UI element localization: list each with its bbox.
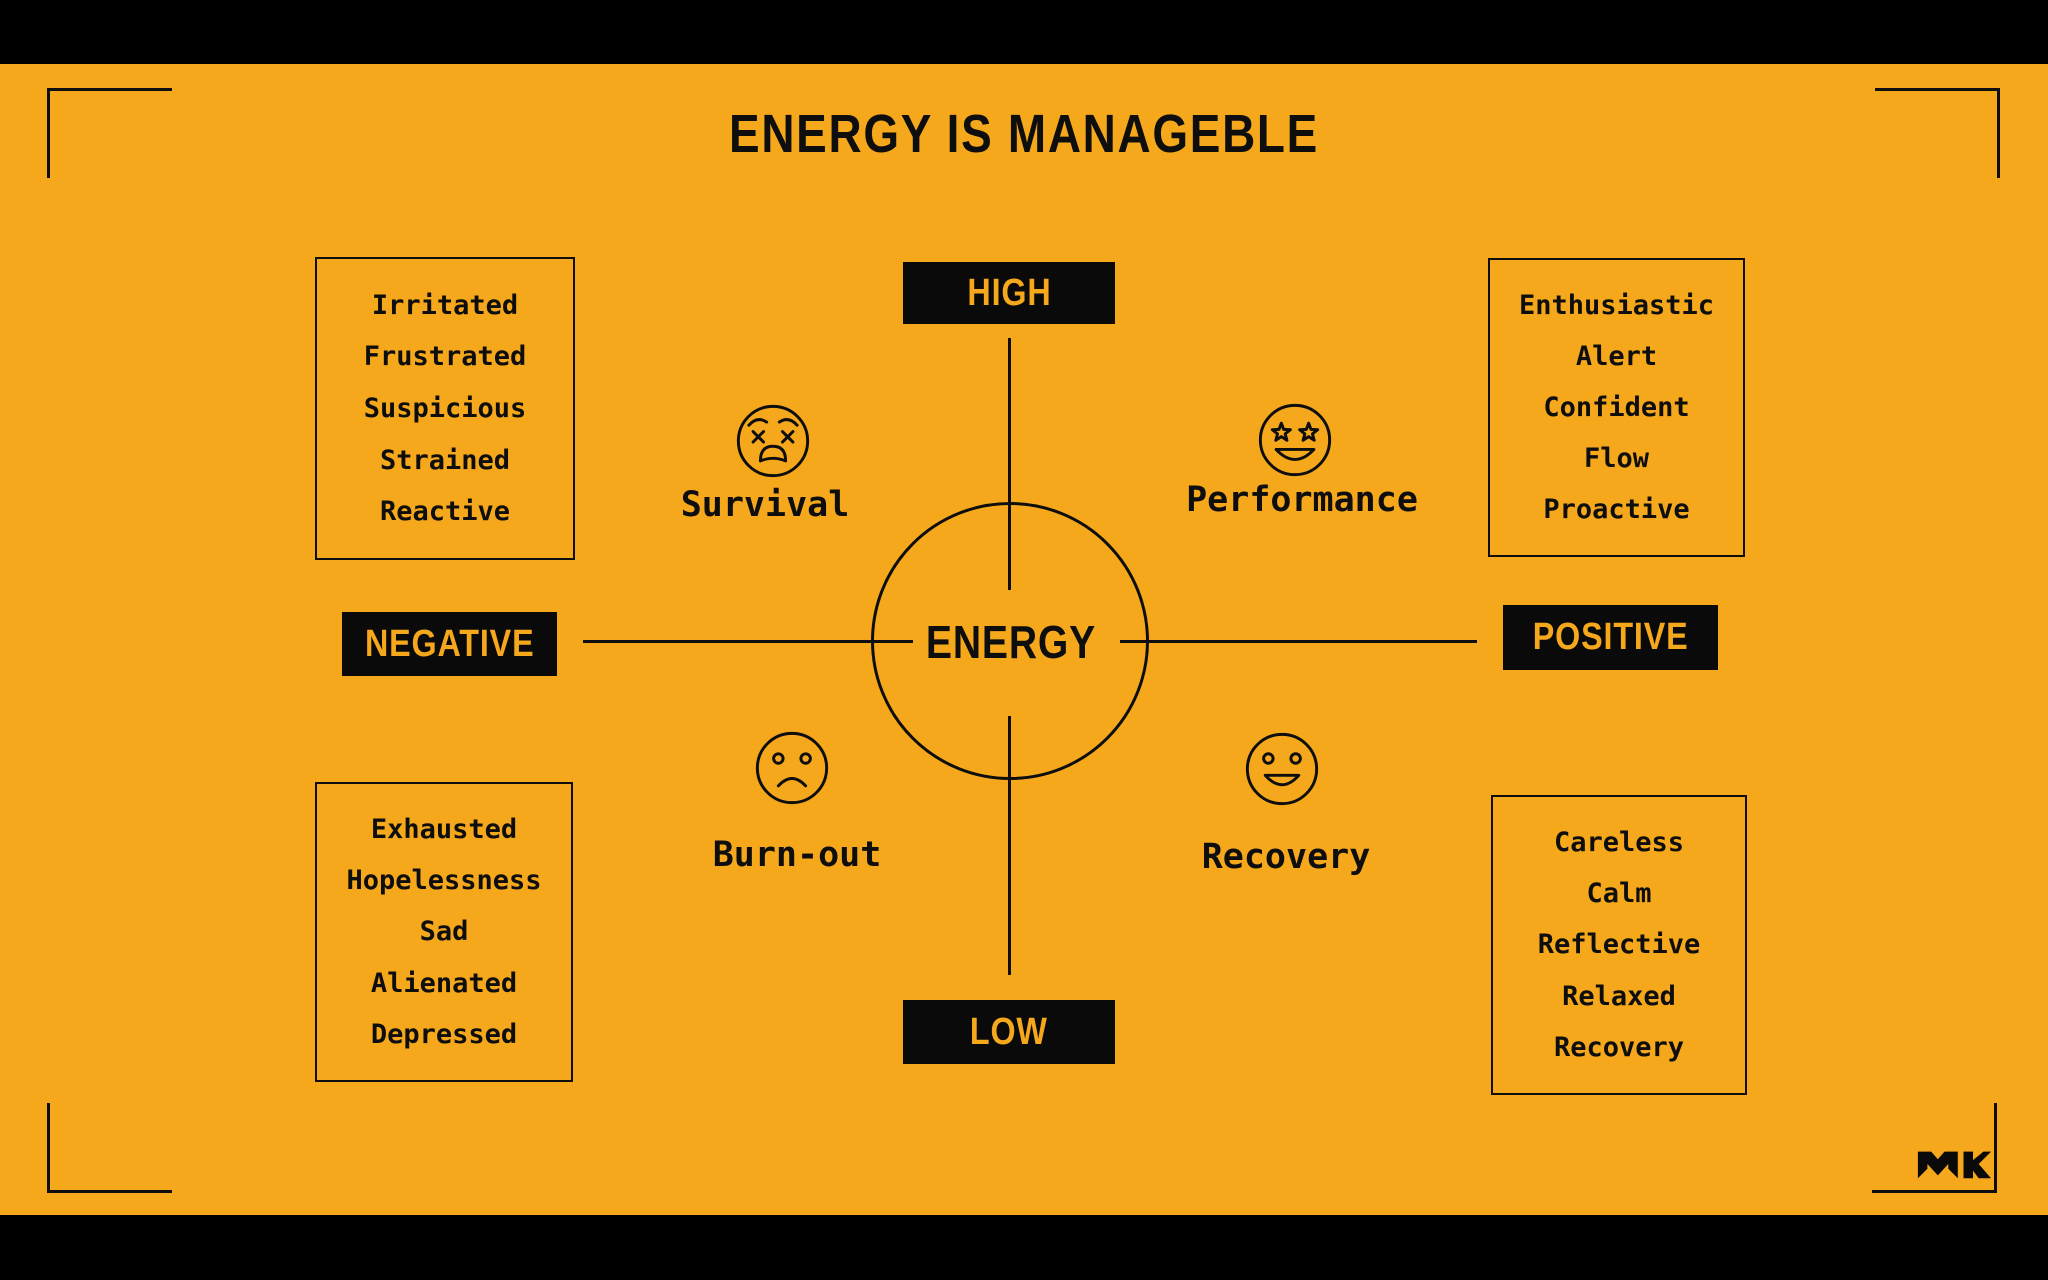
- word-box-performance: Enthusiastic Alert Confident Flow Proact…: [1488, 258, 1745, 557]
- axis-tag-negative: NEGATIVE: [342, 612, 557, 676]
- quadrant-label-recovery: Recovery: [1201, 837, 1371, 877]
- emotion-word: Hopelessness: [346, 865, 542, 897]
- emotion-word: Calm: [1586, 878, 1652, 910]
- letterbox-bottom-bar: [0, 1215, 2048, 1280]
- axis-tag-negative-label: NEGATIVE: [364, 622, 535, 665]
- emotion-word: Relaxed: [1562, 980, 1676, 1012]
- frowning-face-icon: [750, 726, 834, 810]
- emotion-word: Exhausted: [370, 814, 518, 846]
- emotion-word: Confident: [1543, 392, 1690, 423]
- emotion-word: Reactive: [379, 496, 511, 528]
- corner-bracket-top-right: [1875, 88, 2000, 178]
- page-title: ENERGY IS MANAGEBLE: [729, 104, 1319, 164]
- axis-tag-high: HIGH: [903, 262, 1115, 324]
- star-struck-face-icon: [1253, 398, 1337, 482]
- emotion-word: Irritated: [371, 289, 519, 321]
- word-box-recovery: Careless Calm Reflective Relaxed Recover…: [1491, 795, 1747, 1095]
- axis-line-vertical-top: [1008, 338, 1011, 590]
- emotion-word: Careless: [1553, 827, 1685, 859]
- emotion-word: Sad: [419, 916, 469, 948]
- corner-bracket-top-left: [47, 88, 172, 178]
- emotion-word: Proactive: [1543, 494, 1690, 525]
- quadrant-label-performance: Performance: [1186, 480, 1418, 520]
- energy-center-label: ENERGY: [925, 616, 1097, 668]
- emotion-word: Alert: [1575, 341, 1658, 372]
- letterbox-top-bar: [0, 0, 2048, 64]
- axis-tag-high-label: HIGH: [966, 271, 1052, 314]
- emotion-word: Suspicious: [363, 392, 527, 424]
- word-box-burnout: Exhausted Hopelessness Sad Alienated Dep…: [315, 782, 573, 1082]
- corner-bracket-bottom-left: [47, 1103, 172, 1193]
- corner-bracket-bottom-right: [1872, 1103, 1997, 1193]
- axis-tag-low: LOW: [903, 1000, 1115, 1064]
- axis-tag-positive: POSITIVE: [1503, 605, 1718, 670]
- quadrant-label-burnout: Burn-out: [712, 835, 882, 875]
- axis-tag-positive-label: POSITIVE: [1532, 616, 1689, 658]
- emotion-word: Flow: [1583, 443, 1650, 474]
- emotion-word: Strained: [379, 444, 511, 476]
- emotion-word: Recovery: [1553, 1031, 1685, 1063]
- emotion-word: Frustrated: [363, 341, 527, 373]
- word-box-survival: Irritated Frustrated Suspicious Strained…: [315, 257, 575, 560]
- energy-circle: [871, 502, 1149, 780]
- quadrant-label-survival: Survival: [680, 485, 850, 525]
- axis-tag-low-label: LOW: [970, 1010, 1048, 1053]
- confounded-face-icon: [731, 399, 815, 483]
- emotion-word: Reflective: [1537, 929, 1701, 961]
- emotion-word: Enthusiastic: [1518, 290, 1715, 321]
- emotion-word: Depressed: [370, 1018, 518, 1050]
- emotion-word: Alienated: [370, 967, 518, 999]
- axis-line-horizontal-right: [1120, 640, 1477, 643]
- axis-line-vertical-bottom: [1008, 716, 1011, 975]
- axis-line-horizontal-left: [583, 640, 913, 643]
- mk-logo: [1916, 1144, 1992, 1184]
- smiling-face-icon: [1240, 727, 1324, 811]
